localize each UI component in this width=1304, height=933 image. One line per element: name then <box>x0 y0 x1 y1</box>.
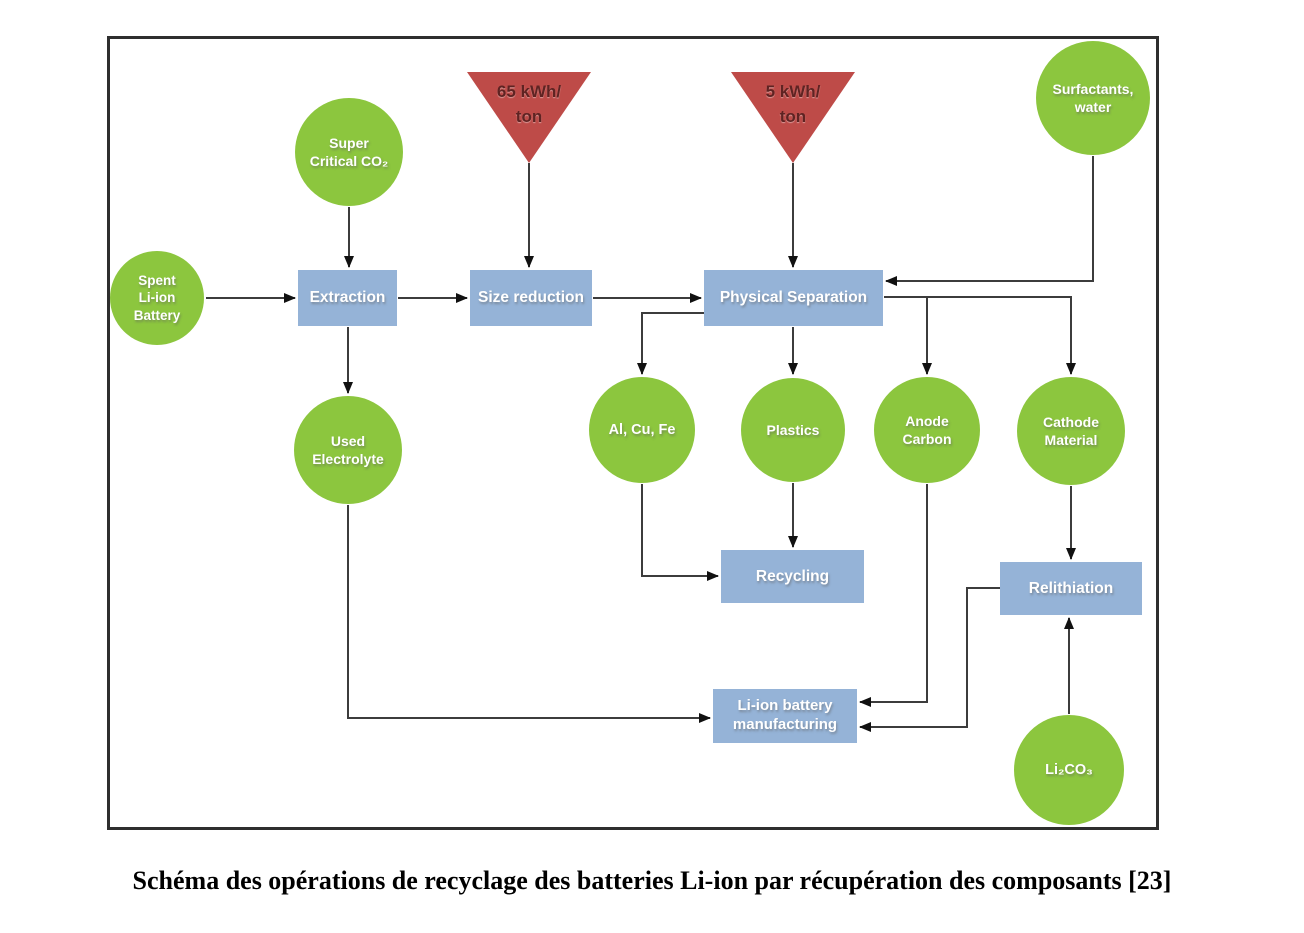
diagram-frame <box>107 36 1159 830</box>
edge-surfactants-physical-separation <box>885 156 1094 286</box>
node-surfactants-water: Surfactants, water <box>1036 41 1150 155</box>
node-plastics: Plastics <box>741 378 845 482</box>
node-recycling: Recycling <box>721 550 864 603</box>
figure-caption: Schéma des opérations de recyclage des b… <box>132 866 1172 895</box>
node-physical-separation: Physical Separation <box>704 270 883 326</box>
node-li2co3: Li₂CO₃ <box>1014 715 1124 825</box>
edge-anode-carbon-manufacturing <box>859 484 928 707</box>
node-super-critical-co2: Super Critical CO₂ <box>295 98 403 206</box>
node-spent-li-ion-battery: Spent Li-ion Battery <box>110 251 204 345</box>
energy-triangle-physical-separation <box>731 72 855 163</box>
energy-label-physical-separation: 5 kWh/ ton <box>765 82 821 126</box>
node-cathode-material: Cathode Material <box>1017 377 1125 485</box>
node-extraction: Extraction <box>298 270 397 326</box>
edge-al-cu-fe-recycling <box>641 484 719 581</box>
node-al-cu-fe: Al, Cu, Fe <box>589 377 695 483</box>
node-anode-carbon: Anode Carbon <box>874 377 980 483</box>
node-used-electrolyte: Used Electrolyte <box>294 396 402 504</box>
node-li-ion-battery-manufacturing: Li-ion battery manufacturing <box>713 689 857 743</box>
edge-used-electrolyte-manufacturing <box>347 505 711 723</box>
edge-physical-separation-cathode-material <box>884 296 1076 375</box>
node-size-reduction: Size reduction <box>470 270 592 326</box>
energy-triangle-size-reduction <box>467 72 591 163</box>
edge-relithiation-manufacturing <box>859 587 1000 732</box>
energy-label-size-reduction: 65 kWh/ ton <box>496 82 562 126</box>
node-relithiation: Relithiation <box>1000 562 1142 615</box>
edge-physical-separation-al-cu-fe <box>637 312 704 375</box>
